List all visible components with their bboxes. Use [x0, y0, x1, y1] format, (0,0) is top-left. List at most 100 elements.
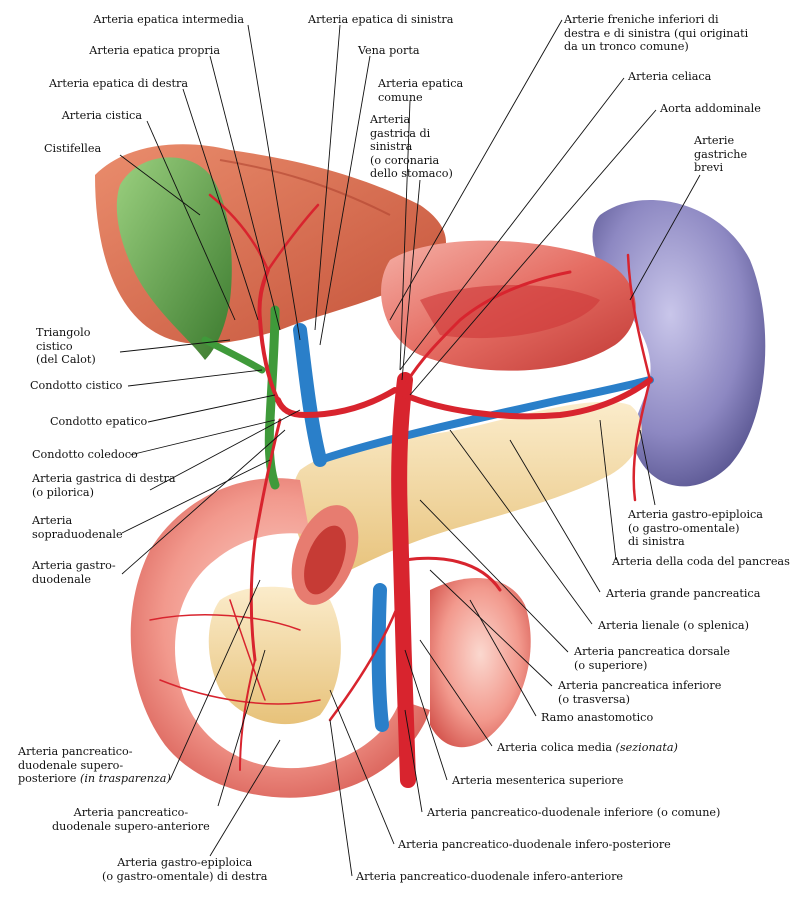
- label-line-italic: (sezionata): [615, 741, 678, 754]
- label-line: brevi: [694, 161, 724, 175]
- label-line: Arteria gastrica di destra: [32, 472, 176, 485]
- label-triangolo-cistico: Triangolo cistico (del Calot): [36, 326, 96, 367]
- leader-line: [247, 24, 301, 341]
- label-arteria-gastrica-sinistra: Arteria gastrica di sinistra (o coronari…: [370, 113, 453, 181]
- label-arteria-grande-pancreatica: Arteria grande pancreatica: [606, 587, 760, 601]
- gallbladder: [116, 157, 232, 360]
- label-line: sinistra: [370, 140, 413, 154]
- label-line: (o coronaria: [370, 153, 440, 167]
- label-line: duodenale supero-anteriore: [52, 819, 210, 833]
- label-line: Arteria epatica intermedia: [93, 13, 244, 26]
- leader-line: [147, 394, 276, 423]
- label-line: Arteria epatica di destra: [48, 77, 188, 90]
- leader-line: [449, 429, 593, 625]
- label-arteria-pancreatico-duodenale-infero-posteriore: Arteria pancreatico-duodenale infero-pos…: [398, 838, 671, 852]
- label-line: Arteria: [370, 113, 411, 126]
- label-condotto-epatico: Condotto epatico: [50, 415, 147, 429]
- label-line: Arteria gastro-epiploica: [628, 508, 763, 521]
- label-line: (del Calot): [36, 353, 96, 367]
- label-line: Arteria pancreatica inferiore: [558, 679, 722, 692]
- label-line: sopraduodenale: [32, 527, 123, 541]
- label-line: Vena porta: [358, 44, 420, 57]
- leader-line: [129, 419, 276, 456]
- label-line: (o gastro-omentale): [628, 521, 740, 535]
- label-line: Arteria grande pancreatica: [606, 587, 761, 600]
- leader-line: [169, 579, 261, 781]
- label-line: Arteria della coda del pancreas: [612, 555, 790, 568]
- label-line: da un tronco comune): [564, 40, 689, 54]
- bile-ducts: [201, 305, 280, 490]
- label-line: dello stomaco): [370, 167, 453, 181]
- leader-line: [509, 439, 601, 593]
- label-line: Arteria pancreatico-duodenale infero-ant…: [356, 870, 624, 883]
- label-arteria-epatica-destra: Arteria epatica di destra: [49, 77, 188, 91]
- label-line: gastriche: [694, 147, 748, 161]
- leader-line: [419, 639, 493, 747]
- label-line: duodenale supero-: [18, 758, 124, 772]
- label-aorta-addominale: Aorta addominale: [660, 102, 761, 116]
- label-condotto-coledoco: Condotto coledoco: [32, 448, 138, 462]
- label-line: Arteria lienale (o splenica): [598, 619, 749, 632]
- leader-line: [329, 689, 395, 845]
- spleen: [592, 200, 766, 487]
- leader-line: [121, 429, 286, 575]
- leader-line: [419, 499, 569, 653]
- label-line: Arteria cistica: [61, 109, 142, 122]
- label-arteria-gastroduodenale: Arteria gastro- duodenale: [32, 559, 116, 586]
- label-condotto-cistico: Condotto cistico: [30, 379, 122, 393]
- leader-line: [119, 339, 231, 353]
- label-arteria-lienale: Arteria lienale (o splenica): [598, 619, 749, 633]
- duodenum: [130, 478, 531, 798]
- label-arteria-coda-pancreas: Arteria della coda del pancreas: [612, 555, 790, 569]
- label-line: Triangolo: [36, 326, 91, 339]
- leader-line: [401, 179, 421, 381]
- label-line: Arteria epatica: [378, 77, 464, 90]
- leader-line: [314, 24, 341, 331]
- label-line: Arterie freniche inferiori di: [564, 13, 719, 26]
- leader-line: [399, 77, 625, 371]
- label-line: Arteria colica media: [497, 741, 612, 754]
- leader-lines: [119, 19, 701, 877]
- leader-line: [209, 739, 281, 857]
- label-line: Condotto cistico: [30, 379, 123, 392]
- leader-line: [399, 100, 411, 371]
- label-arterie-freniche: Arterie freniche inferiori di destra e d…: [564, 13, 748, 54]
- label-vena-porta: Vena porta: [358, 44, 420, 58]
- leader-line: [209, 55, 281, 331]
- leader-line: [146, 120, 236, 321]
- label-line: (o gastro-omentale) di destra: [102, 869, 268, 883]
- label-line: Condotto epatico: [50, 415, 148, 428]
- label-line: Arteria celiaca: [628, 70, 712, 83]
- leader-line: [429, 569, 553, 687]
- label-ramo-anastomotico: Ramo anastomotico: [541, 711, 653, 725]
- leader-line: [149, 409, 301, 491]
- label-line: cistico: [36, 339, 73, 353]
- leader-line: [121, 459, 271, 534]
- leader-line: [629, 174, 701, 301]
- label-arteria-pancreatica-dorsale: Arteria pancreatica dorsale (o superiore…: [574, 645, 730, 672]
- label-line: posteriore: [18, 772, 77, 786]
- label-line: Arteria epatica propria: [89, 44, 220, 57]
- label-line: duodenale: [32, 572, 91, 586]
- label-line: Arteria pancreatico-: [18, 745, 133, 758]
- label-line: comune: [378, 90, 423, 104]
- label-arterie-gastriche-brevi: Arterie gastriche brevi: [694, 134, 747, 175]
- stomach: [381, 240, 636, 371]
- leader-line: [182, 88, 259, 321]
- leader-line: [119, 154, 201, 216]
- veins: [293, 323, 654, 732]
- leader-line: [639, 429, 656, 506]
- label-line: di sinistra: [628, 535, 685, 549]
- label-arteria-mesenterica-superiore: Arteria mesenterica superiore: [452, 774, 623, 788]
- label-line: Arteria mesenterica superiore: [452, 774, 624, 787]
- label-arteria-cistica: Arteria cistica: [62, 109, 142, 123]
- label-line: gastrica di: [370, 126, 431, 140]
- label-arteria-gastroepiploica-destra: Arteria gastro-epiploica (o gastro-oment…: [102, 856, 267, 883]
- label-line: destra e di sinistra (qui originati: [564, 26, 749, 40]
- label-arteria-gastrica-destra: Arteria gastrica di destra (o pilorica): [32, 472, 176, 499]
- label-line: Condotto coledoco: [32, 448, 138, 461]
- leader-line: [217, 649, 266, 807]
- leader-line: [404, 649, 448, 781]
- label-line: Arteria gastro-epiploica: [117, 856, 253, 869]
